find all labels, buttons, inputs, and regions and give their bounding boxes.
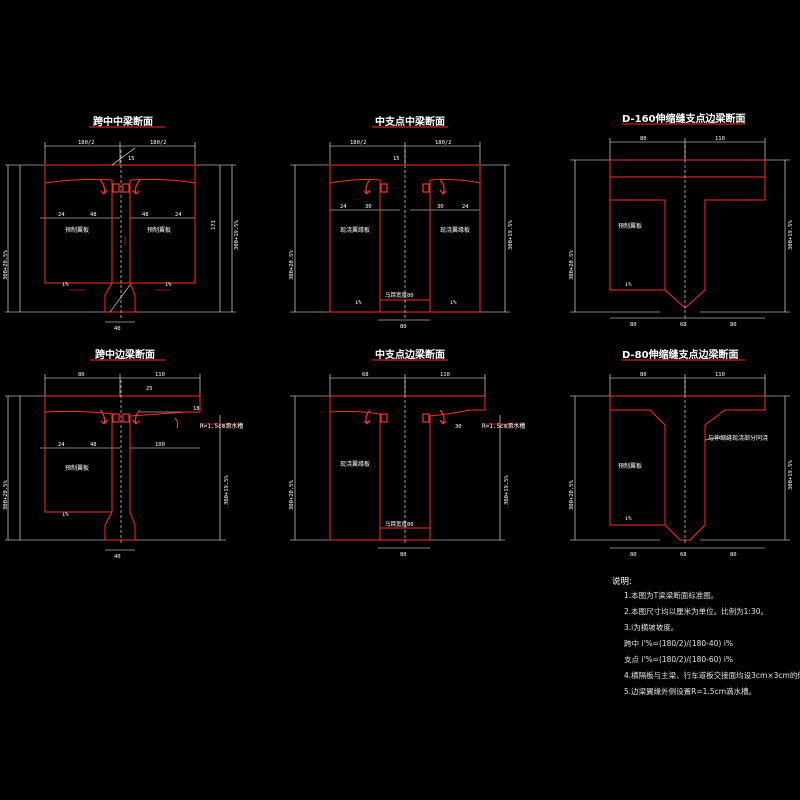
- dim-text: 100: [155, 442, 165, 448]
- title-underlines: [90, 123, 745, 361]
- dim-text: i%: [625, 282, 632, 288]
- dim-text: 25: [146, 386, 153, 392]
- dim-text: 68: [680, 322, 687, 328]
- dim-text: i%: [355, 300, 362, 306]
- label-slab: 预制翼板: [65, 226, 89, 234]
- dim-text: 80: [630, 322, 637, 328]
- note-item: 1.本图为T梁梁断面标准图。: [624, 591, 719, 600]
- dim-text: 110: [715, 372, 725, 378]
- dim-text: 马蹄宽度80: [385, 520, 414, 528]
- dim-text: 24: [462, 204, 469, 210]
- dim-text: 80: [730, 322, 737, 328]
- label-wet-joint: 现浇翼缘板: [440, 226, 470, 234]
- label-d80-note: 与伸缩缝现浇部分同浇: [708, 434, 768, 442]
- dim-text: 300+20.5%: [3, 250, 9, 280]
- dim-text: i%: [450, 300, 457, 306]
- dim-text: 80: [78, 372, 85, 378]
- panel-midspan-edge-beam: 80 110 24 48 100 25 18 40 i% 300+20.5% 3…: [3, 372, 243, 560]
- dim-text: 300+19.5%: [504, 475, 510, 505]
- dim-text: i%: [625, 516, 632, 522]
- dim-text: 24: [175, 212, 182, 218]
- dim-text: 300+20.5%: [3, 480, 9, 510]
- dim-text: 300+20.5%: [569, 480, 575, 510]
- dim-text: 171: [211, 220, 217, 230]
- dim-text: i%: [62, 282, 69, 288]
- dim-text: 24: [58, 442, 65, 448]
- label-drip: R=1.5cm滴水槽: [482, 422, 525, 430]
- panel-d80-edge-beam: 80 110 80 68 80 i% 300+20.5% 300+19.5% 预…: [569, 372, 794, 558]
- label-drip: R=1.5cm滴水槽: [200, 422, 243, 430]
- dim-text: 300+19.5%: [788, 460, 794, 490]
- dim-text: 18: [193, 406, 200, 412]
- panel-support-middle-beam: 180/2 180/2 15 24 30 30 24 80 马蹄宽度80 i% …: [289, 140, 514, 330]
- dim-text: 30: [437, 204, 444, 210]
- note-item: 4.横隔板与主梁、行车道板交接面均设3cm×3cm的倒角。: [624, 671, 800, 680]
- note-item: 跨中 i'%=(180/2)/(180-40) i%: [624, 639, 733, 648]
- title-midspan-edge-beam: 跨中边梁断面: [95, 350, 155, 361]
- label-slab: 预制翼板: [618, 222, 642, 230]
- note-item: 支点 i'%=(180/2)/(180-60) i%: [624, 655, 733, 664]
- dim-text: 40: [114, 326, 121, 332]
- dim-text: 180/2: [150, 140, 167, 146]
- dim-text: 110: [155, 372, 165, 378]
- dim-text: 40: [114, 554, 121, 560]
- dim-text: 80: [400, 324, 407, 330]
- dim-text: 110: [715, 136, 725, 142]
- title-midspan-middle-beam: 跨中中梁断面: [93, 117, 153, 128]
- dim-text: 300+19.5%: [234, 220, 240, 250]
- label-slab: 预制翼板: [618, 462, 642, 470]
- label-wet-joint: 现浇翼缘板: [340, 460, 370, 468]
- dim-text: 80: [630, 552, 637, 558]
- dim-text: 30: [455, 424, 462, 430]
- dim-text: 48: [90, 442, 97, 448]
- dim-text: 68: [362, 372, 369, 378]
- dim-text: 180/2: [78, 140, 95, 146]
- label-slab: 预制翼板: [147, 226, 171, 234]
- dim-text: 80: [400, 552, 407, 558]
- note-item: 2.本图尺寸均以厘米为单位。比例为1:30。: [624, 607, 768, 616]
- dim-text: 180/2: [435, 140, 452, 146]
- title-d160-edge-beam: D-160伸缩缝支点边梁断面: [622, 114, 746, 125]
- dim-text: 300+19.5%: [788, 220, 794, 250]
- dim-text: 80: [640, 136, 647, 142]
- label-wet-joint: 现浇翼缘板: [340, 226, 370, 234]
- title-support-middle-beam: 中支点中梁断面: [375, 117, 445, 128]
- dim-text: 300+20.5%: [289, 250, 295, 280]
- dim-text: 24: [58, 212, 65, 218]
- dim-text: 24: [340, 204, 347, 210]
- dim-text: 68: [680, 552, 687, 558]
- note-item: 5.边梁翼缘外侧设置R=1.5cm滴水槽。: [624, 687, 757, 696]
- label-slab: 预制翼板: [65, 464, 89, 472]
- title-d80-edge-beam: D-80伸缩缝支点边梁断面: [622, 350, 739, 361]
- dim-text: 110: [440, 372, 450, 378]
- dim-text: i%: [62, 512, 69, 518]
- dim-text: 300+19.5%: [224, 475, 230, 505]
- dim-text: i%: [165, 282, 172, 288]
- panel-midspan-middle-beam: 180/2 180/2 24 48 48 24 40 15 i% i% 300+…: [3, 140, 240, 332]
- dim-text: 30: [365, 204, 372, 210]
- dim-text: 15: [128, 156, 135, 162]
- note-item: 3.i为横坡坡度。: [624, 623, 679, 632]
- title-support-edge-beam: 中支点边梁断面: [375, 350, 445, 361]
- dim-text: 48: [90, 212, 97, 218]
- dim-text: 48: [142, 212, 149, 218]
- dim-text: 300+20.5%: [569, 250, 575, 280]
- dim-text: 300+20.5%: [289, 480, 295, 510]
- dim-text: 马蹄宽度80: [385, 291, 414, 299]
- dim-text: 15: [393, 156, 400, 162]
- dim-text: 80: [640, 372, 647, 378]
- panel-d160-edge-beam: 80 110 80 68 80 i% 300+20.5% 300+19.5% 预…: [569, 136, 794, 328]
- dim-text: 300+19.5%: [508, 220, 514, 250]
- panel-support-edge-beam: 68 110 30 80 马蹄宽度80 300+20.5% 300+19.5% …: [289, 372, 525, 558]
- notes-heading: 说明:: [612, 577, 632, 587]
- dim-text: 180/2: [350, 140, 367, 146]
- dim-text: 80: [730, 552, 737, 558]
